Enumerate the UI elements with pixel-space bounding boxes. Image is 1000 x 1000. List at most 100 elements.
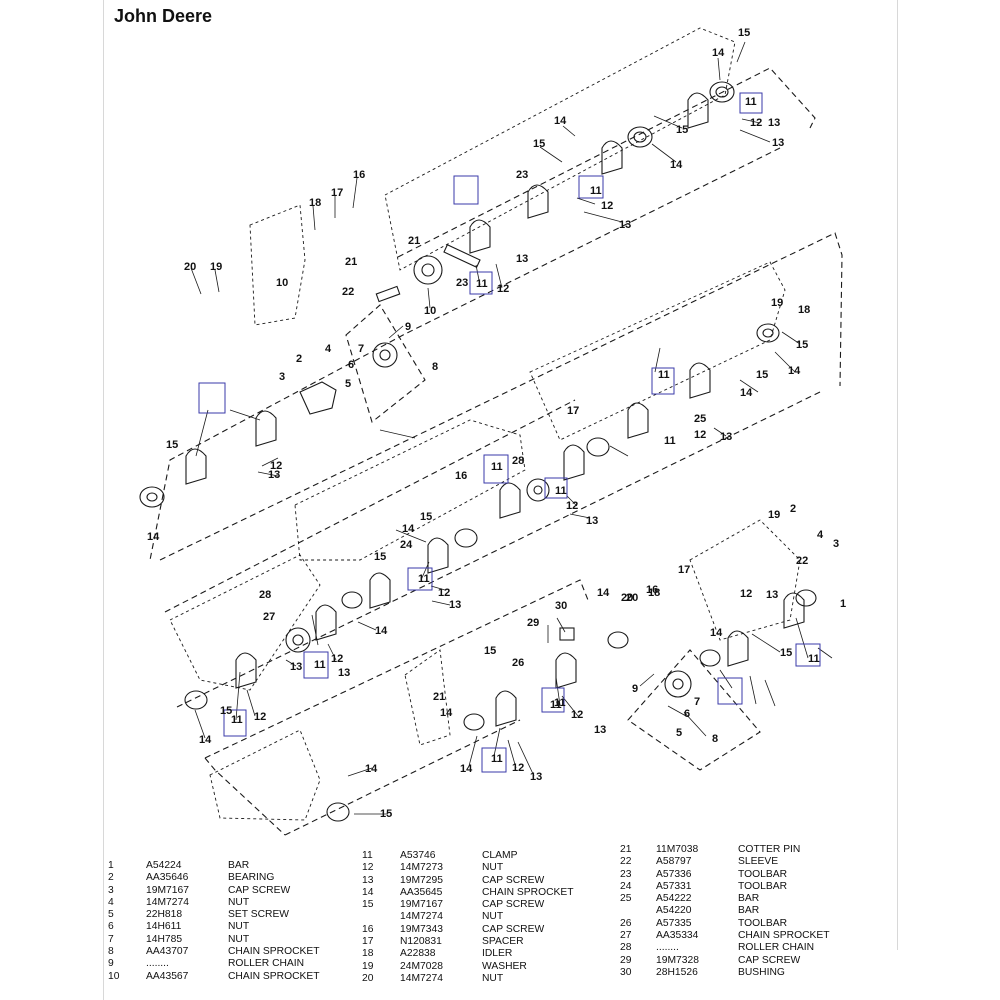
part-callout: 15 <box>796 339 808 351</box>
part-callout: 13 <box>766 589 778 601</box>
part-callout: 19 <box>771 297 783 309</box>
part-description: BAR <box>228 860 250 871</box>
part-callout: 11 <box>418 573 430 585</box>
part-callout: 4 <box>817 529 824 541</box>
part-description: CAP SCREW <box>738 954 801 966</box>
part-callout: 14 <box>554 115 567 127</box>
part-callout: 12 <box>512 762 524 774</box>
part-callout: 20 <box>626 592 638 604</box>
part-callout: 14 <box>460 763 473 775</box>
parts-list-row: 28........ROLLER CHAIN <box>620 942 880 954</box>
part-callout: 6 <box>348 359 354 371</box>
parts-list-row: 1 A54224 BAR <box>108 860 358 872</box>
part-number: A54222 <box>656 893 692 905</box>
leader-lines <box>190 41 833 815</box>
part-callout: 18 <box>798 304 810 316</box>
part-callout: 17 <box>567 405 579 417</box>
part-callout: 12 <box>331 653 343 665</box>
part-description: NUT <box>228 896 250 908</box>
part-number: AA43567 <box>146 970 189 982</box>
part-callout: 18 <box>648 587 660 599</box>
part-callout: 29 <box>527 617 539 629</box>
part-description: CHAIN SPROCKET <box>228 946 320 958</box>
part-number: 14M7274 <box>400 972 443 984</box>
part-number: A57335 <box>656 917 692 929</box>
component-shapes <box>139 81 817 822</box>
item-number: 12 <box>362 862 374 874</box>
part-callout: 15 <box>166 439 178 451</box>
part-callout: 14 <box>440 707 453 719</box>
part-description: SPACER <box>482 936 524 948</box>
part-callout: 15 <box>380 808 392 820</box>
item-number: 19 <box>362 960 374 972</box>
part-description: COTTER PIN <box>738 844 801 855</box>
parts-list-row: 4 14M7274 NUT <box>108 897 358 909</box>
part-number: 24M7028 <box>400 960 443 972</box>
part-callout: 13 <box>268 469 280 481</box>
part-callout: 21 <box>345 256 357 268</box>
part-number: AA35645 <box>400 886 443 898</box>
part-callout: 11 <box>550 699 562 711</box>
part-callout: 11 <box>590 185 602 197</box>
part-callout: 3 <box>279 371 285 383</box>
item-number: 1 <box>108 860 114 871</box>
part-callout: 11 <box>554 697 566 709</box>
item-number: 4 <box>108 896 114 908</box>
item-number: 15 <box>362 899 374 911</box>
part-callout: 13 <box>338 667 350 679</box>
part-callout: 5 <box>345 378 351 390</box>
part-callout: 15 <box>756 369 768 381</box>
part-callout: 12 <box>254 711 266 723</box>
part-number: A54220 <box>656 905 692 917</box>
part-callout: 22 <box>342 286 354 298</box>
part-number: 14M7274 <box>400 911 443 923</box>
part-callout: 24 <box>400 539 413 551</box>
part-callout: 19 <box>768 509 780 521</box>
part-number: 11M7038 <box>656 844 699 855</box>
part-callout: 16 <box>353 169 365 181</box>
part-number: A57331 <box>656 880 692 892</box>
part-callout: 15 <box>374 551 386 563</box>
item-number: 5 <box>108 909 114 921</box>
part-callout: 25 <box>694 413 706 425</box>
part-callout: 23 <box>456 277 468 289</box>
part-callout: 14 <box>375 625 388 637</box>
part-callout: 30 <box>555 600 567 612</box>
part-callout: 11 <box>745 96 757 108</box>
item-number: 23 <box>620 868 632 880</box>
part-number: 14M7274 <box>146 896 189 908</box>
part-number: 19M7328 <box>656 954 699 966</box>
part-callout: 20 <box>184 261 196 273</box>
part-callout: 20 <box>621 592 633 604</box>
part-number: 19M7295 <box>400 874 443 886</box>
item-number: 25 <box>620 893 632 905</box>
part-callout: 1 <box>840 598 846 610</box>
part-callout: 11 <box>476 278 488 290</box>
part-callout: 3 <box>833 538 839 550</box>
part-description: WASHER <box>482 960 527 972</box>
part-number: 19M7343 <box>400 923 443 935</box>
part-number: 28H1526 <box>656 966 698 978</box>
part-number: AA43707 <box>146 946 189 958</box>
part-callout: 9 <box>405 321 411 333</box>
part-callout: 8 <box>432 361 438 373</box>
part-number: 14M7273 <box>400 862 443 874</box>
part-callout: 14 <box>199 734 212 746</box>
part-number: A54224 <box>146 860 182 871</box>
part-description: SET SCREW <box>228 909 290 921</box>
part-number: A22838 <box>400 948 436 960</box>
part-callout: 26 <box>512 657 524 669</box>
part-description: NUT <box>482 972 504 984</box>
part-description: NUT <box>228 933 250 945</box>
page-frame-left <box>103 0 104 1000</box>
